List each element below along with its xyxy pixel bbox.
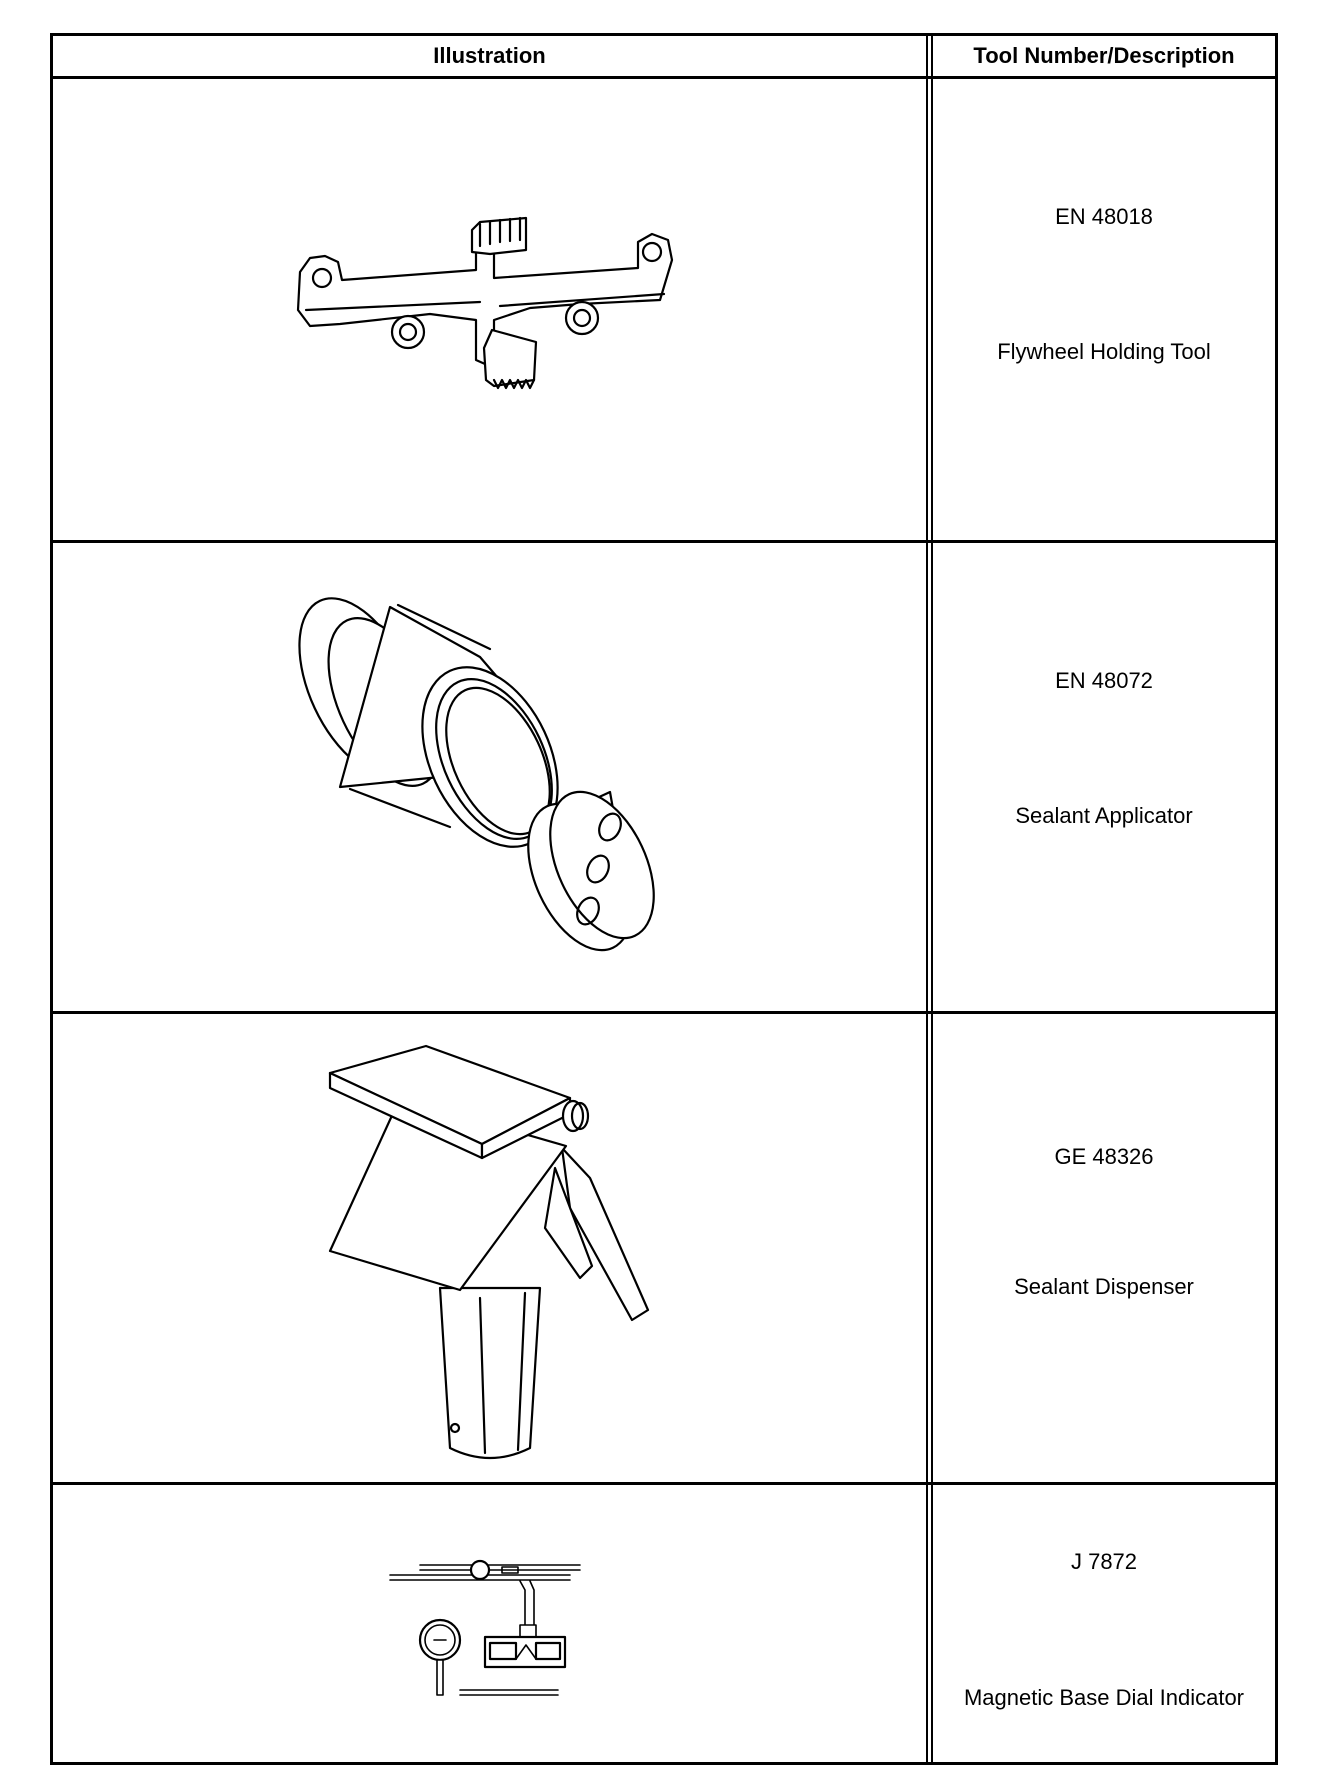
sealant-dispenser-icon: [328, 1044, 649, 1460]
sealant-applicator-icon: [297, 597, 655, 952]
description-cell: GE 48326 Sealant Dispenser: [933, 1014, 1275, 1482]
header-tool-number-description: Tool Number/Description: [973, 43, 1235, 68]
illustration-cell: [53, 1014, 926, 1482]
row-divider: [53, 1482, 1275, 1485]
description-cell: J 7872 Magnetic Base Dial Indicator: [933, 1485, 1275, 1765]
tool-name: Sealant Dispenser: [1014, 1274, 1194, 1299]
tool-name: Magnetic Base Dial Indicator: [963, 1685, 1245, 1710]
header-illustration: Illustration: [433, 43, 546, 68]
description-cell: EN 48018 Flywheel Holding Tool: [933, 79, 1275, 540]
tool-number: EN 48072: [1055, 668, 1153, 693]
tool-number: EN 48018: [1055, 204, 1153, 229]
tool-name: Flywheel Holding Tool: [997, 339, 1211, 364]
tool-number: J 7872: [1070, 1549, 1138, 1574]
illustration-cell: [53, 1485, 926, 1765]
tool-number: GE 48326: [1054, 1144, 1154, 1169]
column-divider: [926, 36, 933, 1762]
row-divider: [53, 540, 1275, 543]
description-cell: EN 48072 Sealant Applicator: [933, 543, 1275, 1011]
tool-name: Sealant Applicator: [1015, 803, 1193, 828]
flywheel-holding-tool-icon: [296, 216, 673, 389]
magnetic-base-dial-indicator-icon: [388, 1559, 581, 1696]
illustration-cell: [53, 79, 926, 540]
row-divider: [53, 1011, 1275, 1014]
header-divider: [53, 76, 1275, 79]
special-tools-table: Illustration Tool Number/Description EN …: [50, 33, 1278, 1765]
illustration-cell: [53, 543, 926, 1011]
